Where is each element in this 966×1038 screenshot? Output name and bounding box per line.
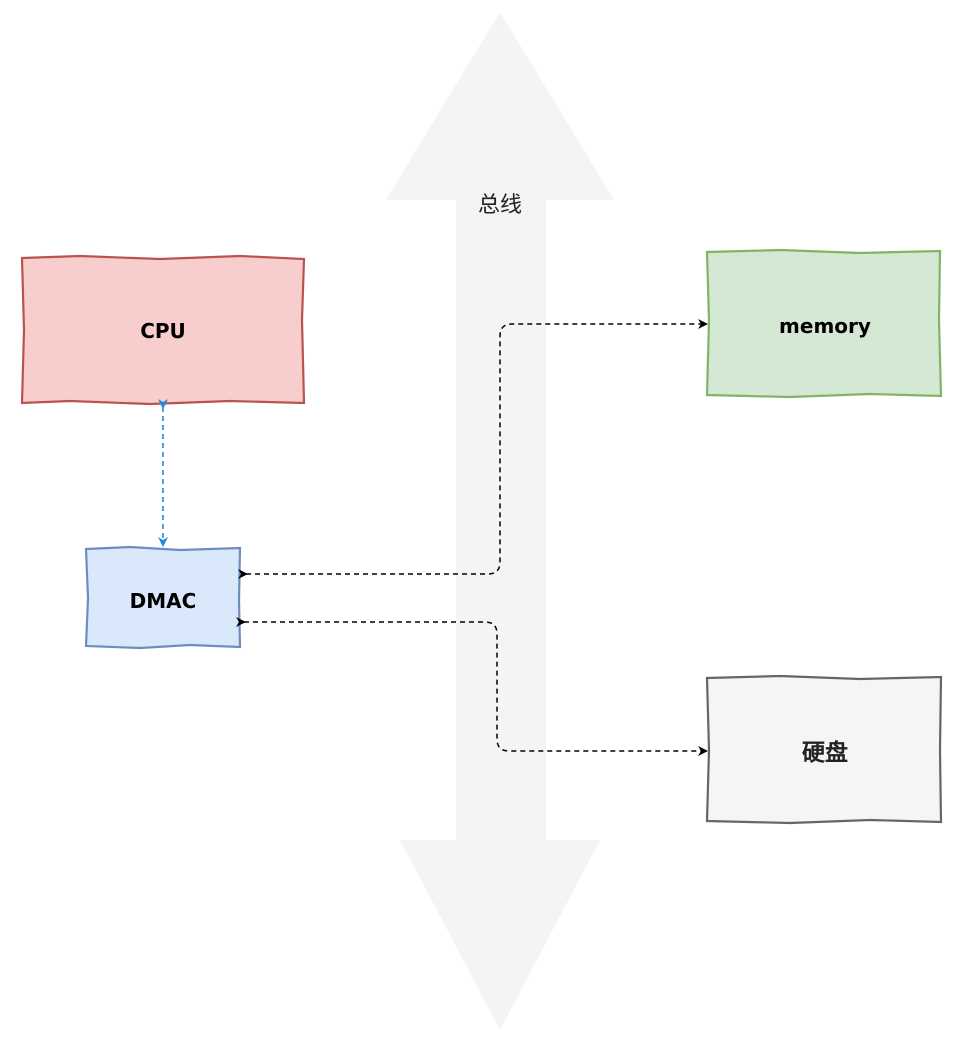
dmac-label: DMAC bbox=[130, 589, 197, 613]
bus-arrow-shape bbox=[386, 12, 614, 1030]
disk-box bbox=[705, 674, 943, 825]
memory-node[interactable]: memory bbox=[705, 248, 943, 399]
bus-arrow: 总线 bbox=[386, 12, 614, 1030]
edge-dmac-memory bbox=[238, 319, 708, 579]
disk-node[interactable]: 硬盘 bbox=[705, 674, 943, 825]
bus-label: 总线 bbox=[478, 193, 522, 218]
dmac-node[interactable]: DMAC bbox=[84, 545, 242, 650]
cpu-label: CPU bbox=[140, 319, 186, 343]
memory-label: memory bbox=[779, 314, 871, 338]
disk-label: 硬盘 bbox=[802, 739, 848, 766]
cpu-node[interactable]: CPU bbox=[20, 254, 306, 406]
edge-dmac-disk bbox=[236, 617, 708, 756]
